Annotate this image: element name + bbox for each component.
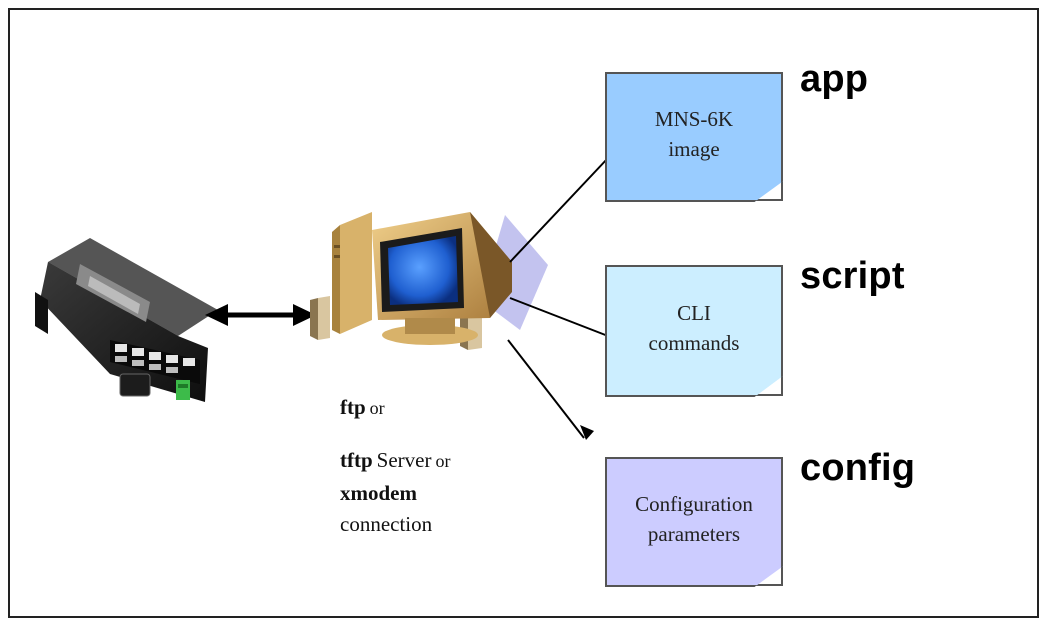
caption-line-xmodem: xmodem xyxy=(340,481,417,505)
caption-line-ftp: ftp or xyxy=(340,395,385,419)
computer-workstation-icon xyxy=(310,212,548,350)
note-script-text: CLI commands xyxy=(648,300,740,355)
connector-arrowhead-icon xyxy=(580,425,594,440)
note-mns6k-image: MNS-6K image xyxy=(605,72,783,202)
tag-config: config xyxy=(800,447,916,489)
note-config-text: Configuration parameters xyxy=(635,491,753,546)
switch-device-icon xyxy=(35,238,218,402)
connector-script xyxy=(509,297,609,337)
tag-script: script xyxy=(800,255,905,297)
connector-config xyxy=(507,339,585,439)
note-app-text: MNS-6K image xyxy=(654,106,734,161)
tag-app: app xyxy=(800,58,869,100)
transfer-method-caption: ftp or tftp Server or xmodem connection xyxy=(340,395,540,537)
connector-lines xyxy=(507,157,609,439)
caption-line-tftp: tftp Server or xyxy=(340,448,451,472)
note-cli-commands: CLI commands xyxy=(605,265,783,397)
bidirectional-arrow-icon xyxy=(205,304,316,326)
caption-line-connection: connection xyxy=(340,512,433,536)
note-configuration-parameters: Configuration parameters xyxy=(605,457,783,587)
connector-app xyxy=(509,157,609,263)
